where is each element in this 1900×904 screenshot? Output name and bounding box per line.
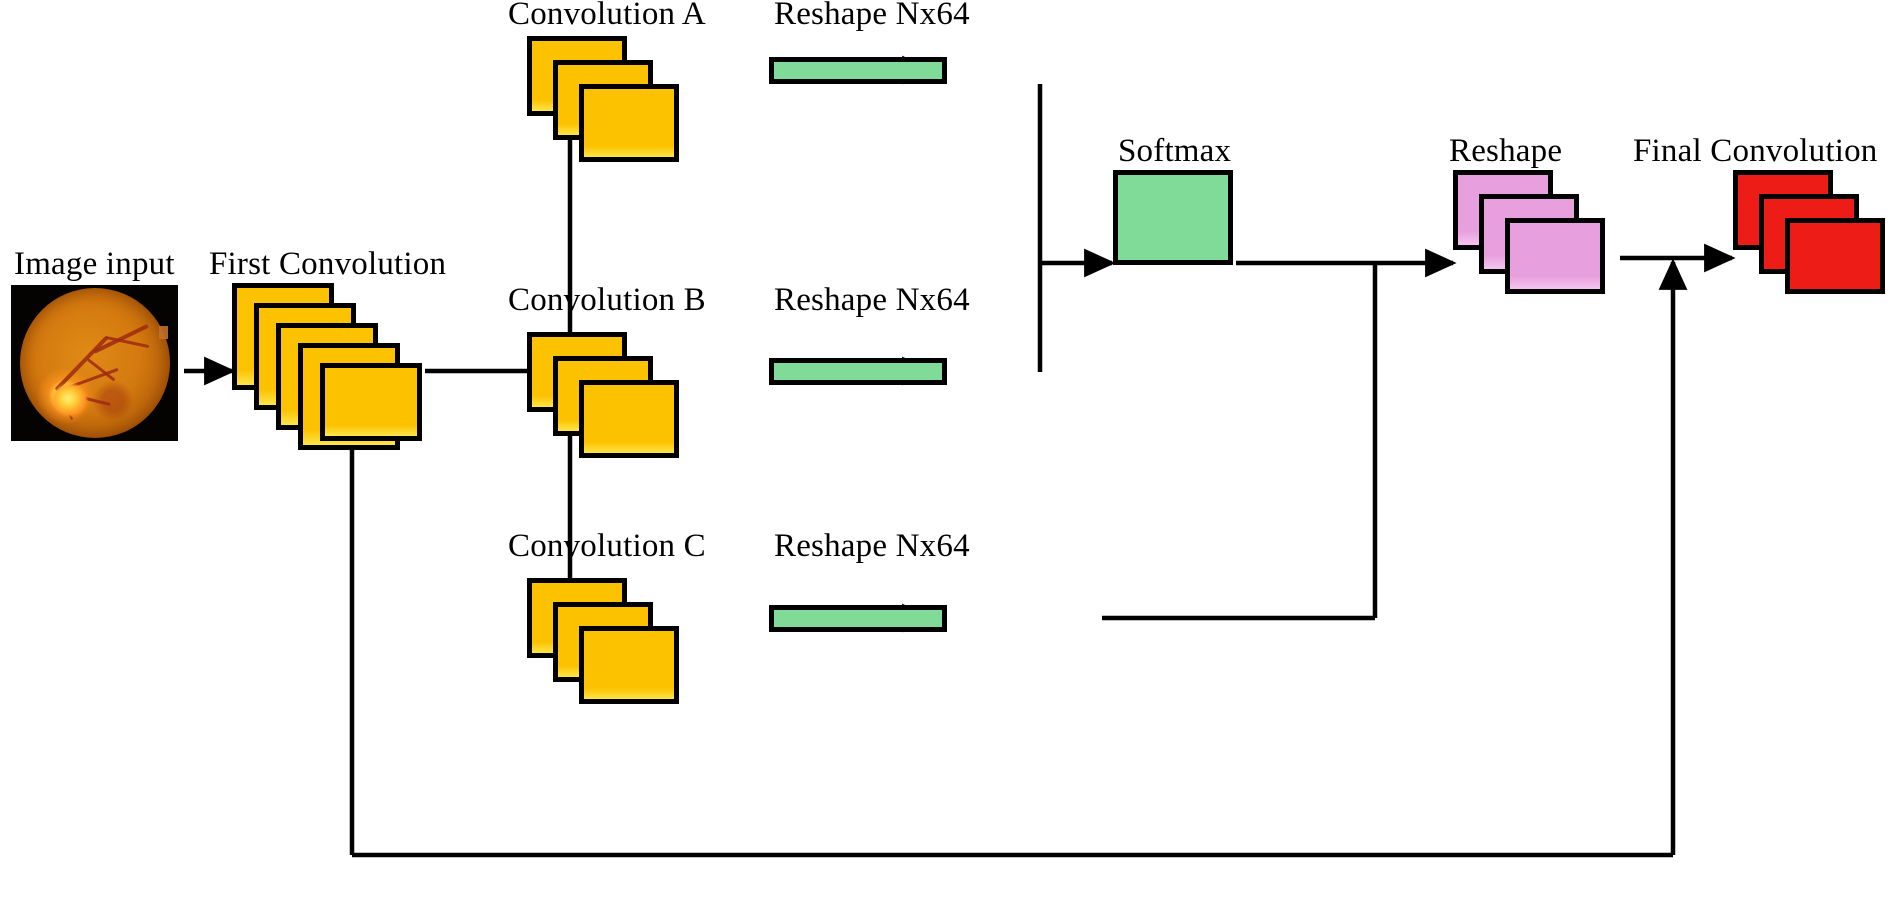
image-input-thumbnail	[11, 285, 178, 441]
convolution-b-stack	[527, 332, 692, 458]
reshape-a-bar	[769, 57, 947, 84]
convolution-a-stack	[527, 36, 692, 162]
label-reshape-b: Reshape Nx64	[774, 282, 970, 318]
label-image-input: Image input	[14, 246, 175, 282]
first-convolution-card-5	[320, 363, 422, 441]
label-convolution-c: Convolution C	[508, 528, 706, 564]
final-convolution-card-3	[1785, 218, 1885, 294]
fundus-globe	[19, 288, 170, 438]
convolution-a-card-3	[579, 84, 679, 162]
reshape-b-bar	[769, 358, 947, 385]
label-final-convolution: Final Convolution	[1633, 133, 1878, 169]
label-convolution-b: Convolution B	[508, 282, 706, 318]
label-convolution-a: Convolution A	[508, 0, 706, 32]
reshape-stack	[1453, 170, 1618, 294]
reshape-card-3	[1505, 218, 1605, 294]
label-reshape-a: Reshape Nx64	[774, 0, 970, 32]
label-first-convolution: First Convolution	[209, 246, 447, 282]
reshape-c-bar	[769, 605, 947, 632]
label-reshape-c: Reshape Nx64	[774, 528, 970, 564]
fundus-notch	[158, 325, 168, 339]
optic-disc	[52, 384, 87, 416]
label-reshape: Reshape	[1449, 133, 1563, 169]
convolution-c-card-3	[579, 626, 679, 704]
label-softmax: Softmax	[1118, 133, 1232, 169]
softmax-box	[1113, 170, 1233, 265]
convolution-b-card-3	[579, 380, 679, 458]
convolution-c-stack	[527, 578, 692, 704]
final-convolution-stack	[1733, 170, 1898, 294]
first-convolution-stack	[232, 283, 432, 450]
